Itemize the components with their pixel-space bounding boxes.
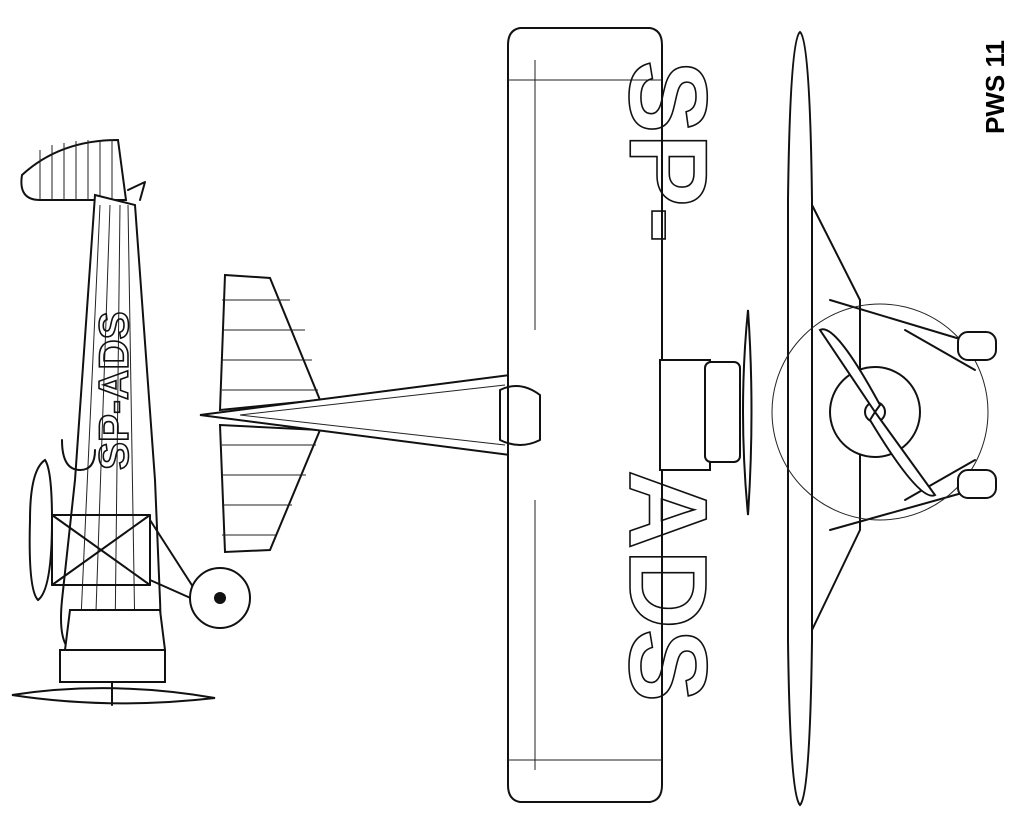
drawing-title: PWS 11: [980, 40, 1010, 134]
front-view-wing: [787, 30, 813, 807]
side-view-wing: [28, 458, 54, 602]
side-view-registration: SP-ADS: [90, 311, 137, 470]
top-view-registration-lower: ADS: [606, 470, 729, 702]
top-view-wing: [507, 27, 663, 803]
side-view: SP-ADS: [11, 138, 251, 706]
top-view-registration-upper: SP-: [606, 60, 729, 243]
front-view-wheel-left: [957, 331, 997, 361]
side-view-propeller: [11, 687, 216, 705]
front-view-propeller-disc: [771, 303, 989, 521]
top-view: SP- ADS: [199, 27, 753, 803]
top-view-propeller: [742, 309, 753, 516]
side-view-rudder: [20, 138, 128, 201]
front-view: [771, 30, 997, 807]
front-view-wheel-right: [957, 469, 997, 499]
